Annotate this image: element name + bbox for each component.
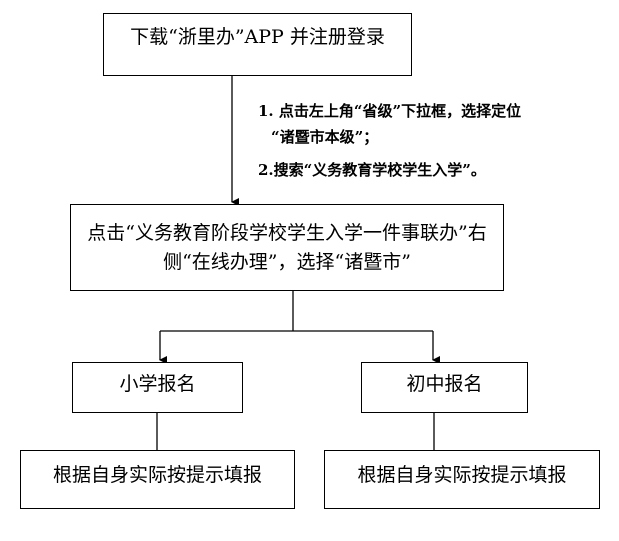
step-fill-primary-box: 根据自身实际按提示填报: [20, 450, 295, 509]
step-fill-junior-text: 根据自身实际按提示填报: [357, 464, 567, 486]
note-search: 2.搜索“义务教育学校学生入学”。: [258, 161, 486, 179]
step-junior-text: 初中报名: [406, 373, 483, 395]
step-download-text: 下载“浙里办”APP 并注册登录: [130, 26, 385, 48]
step-primary-box: 小学报名: [72, 362, 243, 413]
step-junior-box: 初中报名: [361, 362, 528, 413]
step-fill-primary-text: 根据自身实际按提示填报: [52, 464, 262, 486]
step-click-service-box: 点击“义务教育阶段学校学生入学一件事联办”右侧“在线办理”，选择“诸暨市”: [70, 204, 504, 291]
step-download-box: 下载“浙里办”APP 并注册登录: [103, 13, 412, 76]
step-fill-junior-box: 根据自身实际按提示填报: [324, 450, 600, 509]
step-primary-text: 小学报名: [119, 373, 196, 395]
note-select-city-line2: “诸暨市本级”；: [271, 128, 379, 146]
note-select-city-line1: 1. 点击左上角“省级”下拉框，选择定位: [258, 102, 522, 120]
step-click-service-text: 点击“义务教育阶段学校学生入学一件事联办”右侧“在线办理”，选择“诸暨市”: [87, 221, 487, 273]
